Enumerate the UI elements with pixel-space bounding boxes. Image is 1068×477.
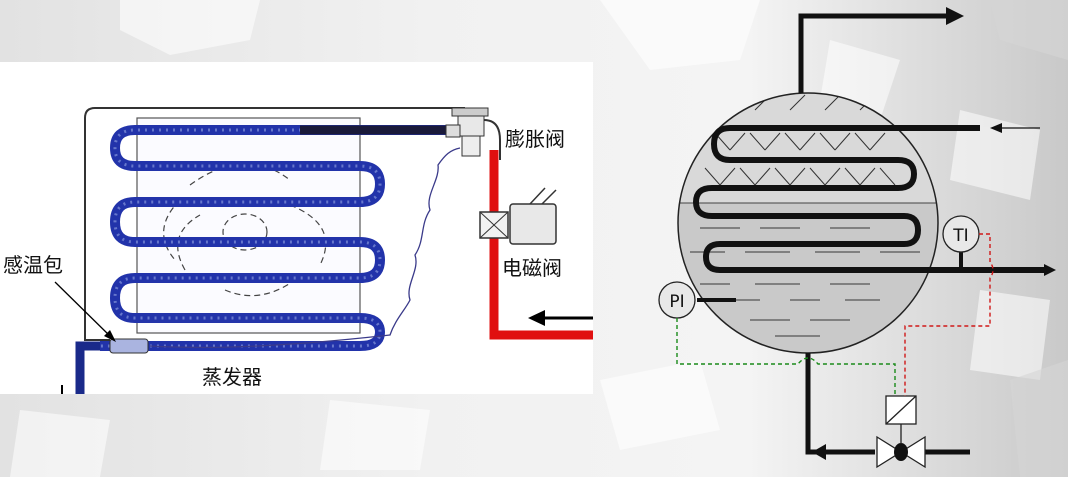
inlet-arrow-icon [990,123,1040,133]
heating-coil [693,125,1045,273]
pressure-indicator: PI [658,281,696,319]
solenoid-valve-icon [479,187,557,245]
outlet-arrow-icon [1044,264,1056,276]
vapour-outlet-pipe [798,13,952,93]
evaporator-label: 蒸发器 [202,365,262,389]
temperature-indicator-label: TI [952,226,968,246]
liquid-outlet-pipe [805,353,875,455]
temperature-signal-line [904,233,994,396]
temperature-bulb [109,338,149,354]
control-valve-icon [876,395,926,469]
temperature-bulb-label: 感温包 [3,253,63,277]
fin-block [136,117,361,334]
equalizer-line [84,107,465,341]
bulb-pointer-icon [54,281,116,342]
capillary-tube [149,147,461,349]
pressure-signal-line [676,318,896,396]
suction-pipe [75,341,100,394]
solenoid-valve-label: 电磁阀 [502,256,562,280]
pressure-indicator-label: PI [669,292,684,312]
process-diagram: PI TI [658,7,1056,469]
expansion-valve-label: 膨胀阀 [505,127,565,151]
evaporator-coil [100,125,455,351]
evaporator-diagram: 膨胀阀 电磁阀 感温包 蒸发器 [3,107,593,394]
temperature-indicator: TI [942,215,980,253]
expansion-valve-icon [445,107,501,160]
flow-arrow-icon [528,310,593,326]
vapour-outlet-arrow-icon [946,7,964,25]
